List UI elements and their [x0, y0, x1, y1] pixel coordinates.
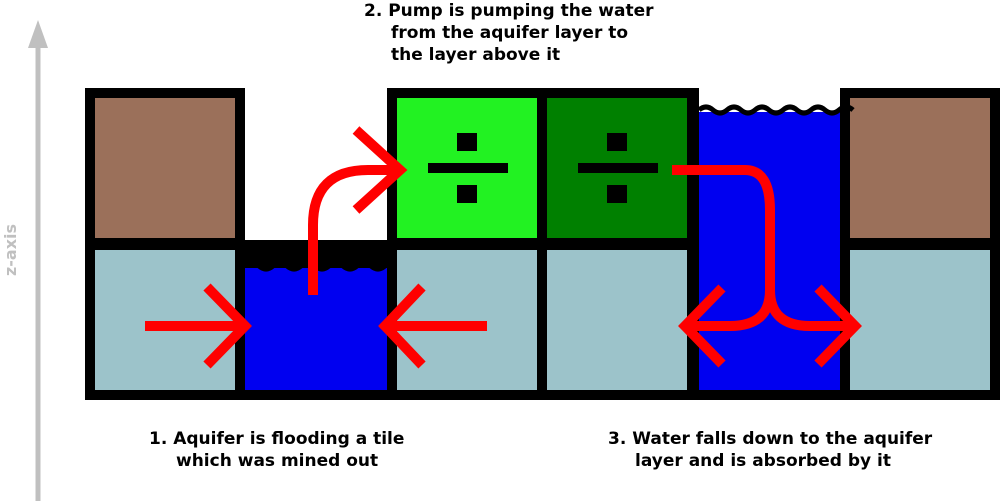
division-sign-icon — [578, 133, 658, 203]
caption-pump-line-2: from the aquifer layer to — [391, 23, 629, 43]
water-surface-wave-upper — [697, 104, 855, 116]
z-axis: z-axis — [1, 20, 48, 501]
caption-flood: 1. Aquifer is flooding a tile which was … — [149, 428, 404, 472]
caption-absorb: 3. Water falls down to the aquifer layer… — [608, 428, 932, 472]
tile-aquifer-lower-3 — [397, 250, 537, 390]
caption-flood-line-2: which was mined out — [176, 451, 379, 471]
aquifer-inflow-arrow-left — [145, 283, 252, 369]
z-axis-label: z-axis — [1, 224, 20, 276]
aquifer-inflow-arrow-right — [378, 283, 487, 369]
pump-flow-arrow — [308, 126, 408, 295]
tile-dirt-upper-1 — [95, 98, 235, 238]
caption-flood-line-1: 1. Aquifer is flooding a tile — [149, 429, 405, 449]
z-axis-arrowhead-icon — [28, 20, 48, 48]
caption-absorb-line-2: layer and is absorbed by it — [635, 451, 891, 471]
caption-absorb-line-1: 3. Water falls down to the aquifer — [608, 429, 933, 449]
tile-dirt-upper-6 — [850, 98, 990, 238]
division-sign-icon — [428, 133, 508, 203]
fall-absorb-arrow — [672, 165, 862, 368]
tile-aquifer-lower-6 — [850, 250, 990, 390]
caption-pump-line-1: 2. Pump is pumping the water — [364, 1, 654, 21]
tile-aquifer-lower-4 — [547, 250, 687, 390]
tile-aquifer-lower-1 — [95, 250, 235, 390]
caption-pump-line-3: the layer above it — [391, 45, 561, 65]
caption-pump: 2. Pump is pumping the water from the aq… — [364, 0, 654, 66]
